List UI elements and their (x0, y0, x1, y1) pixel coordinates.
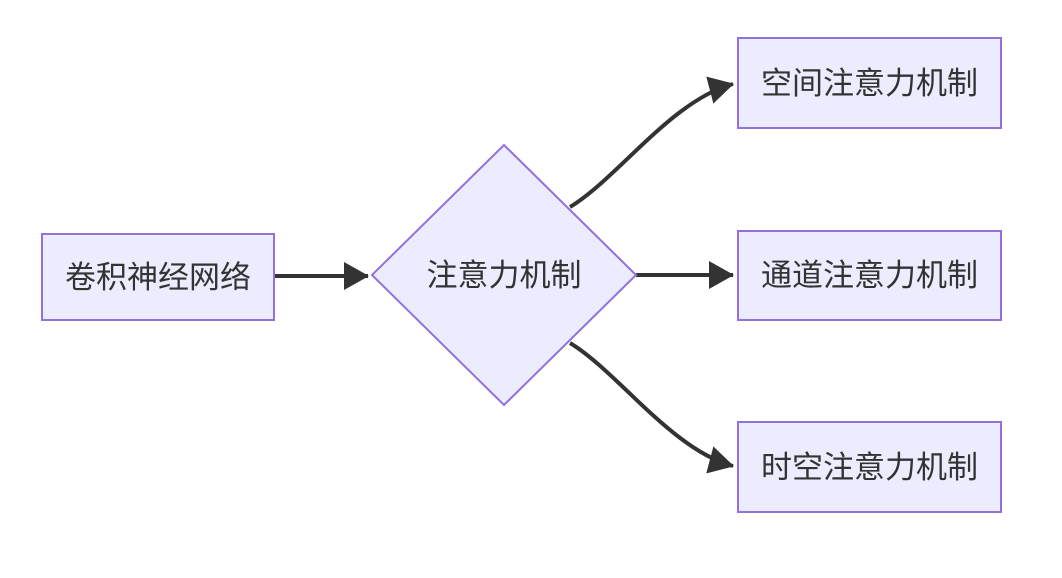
node-channel-attention: 通道注意力机制 (737, 230, 1002, 321)
node-attention-diamond-shape (370, 143, 638, 407)
node-attention-label: 注意力机制 (426, 257, 582, 293)
node-spatiotemporal-attention-label: 时空注意力机制 (761, 449, 978, 485)
edge-attention-to-temporal (568, 341, 734, 474)
node-spatiotemporal-attention: 时空注意力机制 (737, 421, 1002, 513)
node-spatial-attention-label: 空间注意力机制 (761, 65, 978, 101)
node-attention: 注意力机制 (374, 245, 634, 305)
edge-attention-to-spatial (568, 76, 734, 209)
node-channel-attention-label: 通道注意力机制 (761, 258, 978, 293)
node-spatial-attention: 空间注意力机制 (737, 37, 1002, 129)
node-cnn-label: 卷积神经网络 (65, 259, 251, 295)
node-cnn: 卷积神经网络 (41, 233, 275, 321)
